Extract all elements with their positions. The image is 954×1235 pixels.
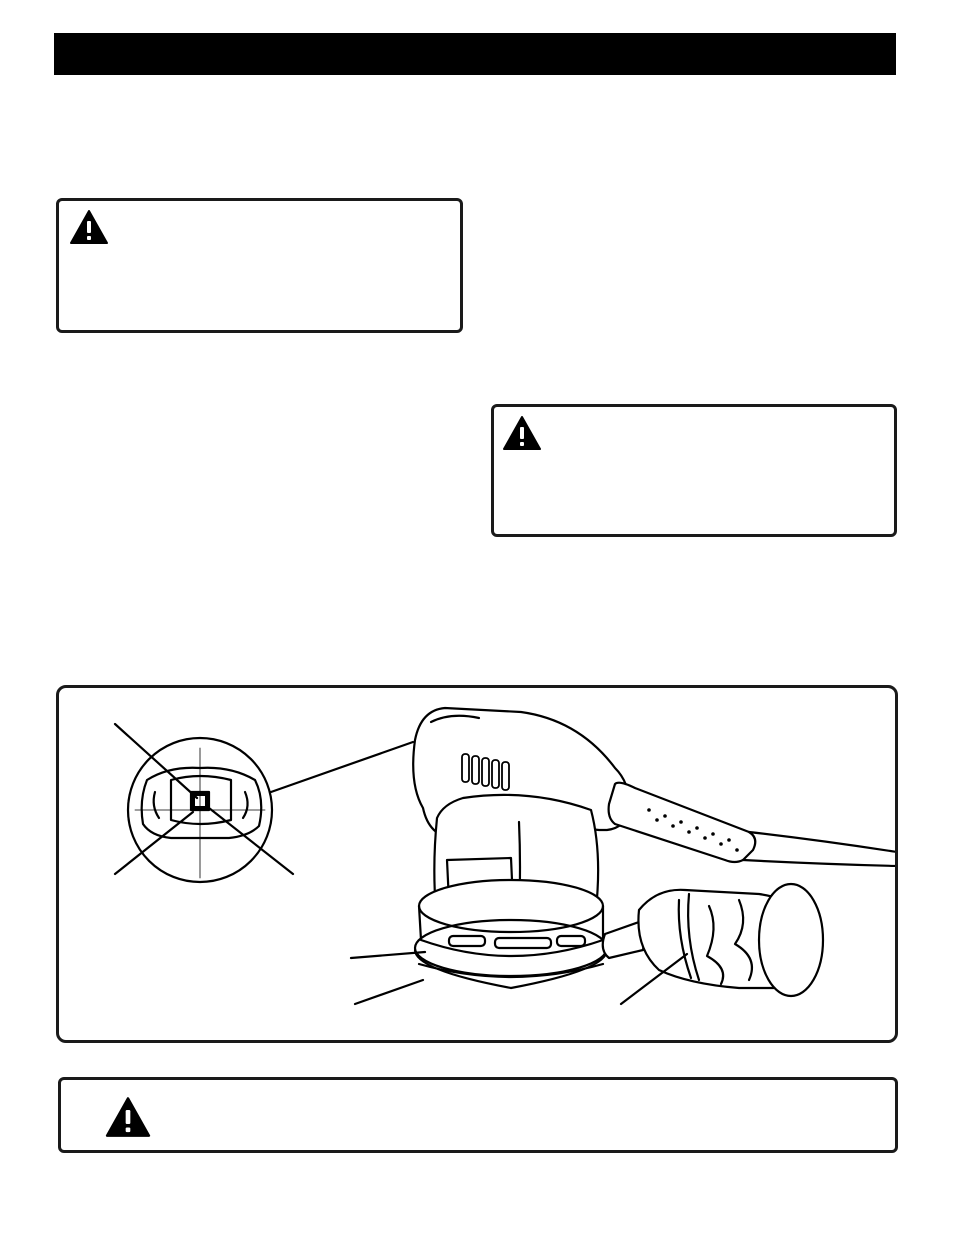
sanding-pad xyxy=(413,878,609,990)
section-header-bar xyxy=(54,33,896,75)
warning-box-2 xyxy=(491,404,897,537)
power-cord xyxy=(607,781,895,868)
warning-triangle-icon xyxy=(70,210,108,244)
dust-bag xyxy=(601,882,825,998)
switch-detail-inset xyxy=(126,736,274,884)
warning-triangle-icon xyxy=(105,1097,151,1137)
sander-illustration xyxy=(113,706,895,1006)
warning-box-3 xyxy=(58,1077,898,1153)
warning-box-1 xyxy=(56,198,463,333)
sander-figure xyxy=(56,685,898,1043)
warning-triangle-icon xyxy=(503,416,541,450)
